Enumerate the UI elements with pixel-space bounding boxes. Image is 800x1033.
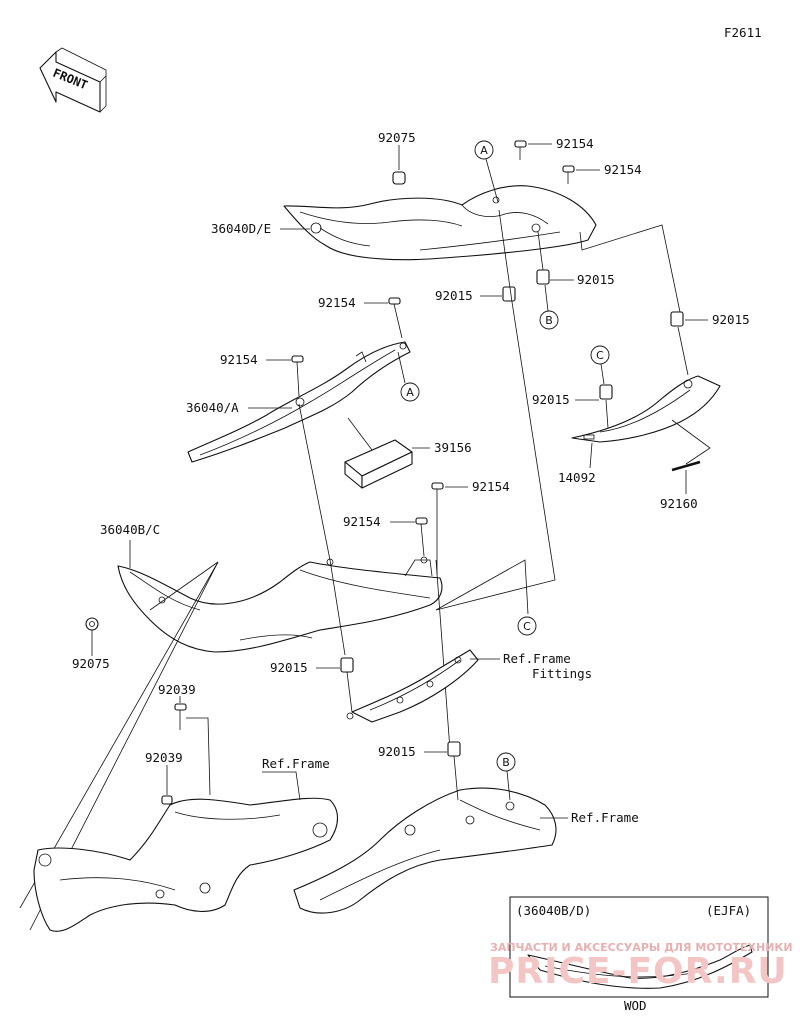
callout-36040bc: 36040B/C [100,522,160,537]
svg-text:B: B [545,314,553,327]
svg-text:C: C [596,349,604,362]
screw-92039-a [174,703,187,730]
inset-right-label: (EJFA) [706,903,751,918]
screw-92039-b [161,795,173,805]
ref-frame-left: Ref.Frame [262,756,330,771]
watermark-line1: ЗАПЧАСТИ И АКСЕССУАРЫ ДЛЯ МОТОТЕХНИКИ [490,941,793,954]
marker-a-top [474,140,494,160]
inset-left-label: (36040B/D) [516,903,591,918]
watermark-line2: PRICE-FOR.RU [488,951,788,992]
callout-36040de: 36040D/E [211,221,271,236]
collar-92015-top2 [536,269,550,285]
collar-92015-c [599,384,613,400]
callout-92015-c: 92015 [532,392,570,407]
collar-92015-low [447,741,461,757]
svg-text:A: A [406,386,414,399]
callout-39156: 39156 [434,440,472,455]
screw-92154-b [562,165,575,184]
callout-92075-left: 92075 [72,656,110,671]
callout-92154-c: 92154 [318,295,356,310]
callout-92154-b: 92154 [604,162,642,177]
callout-92015-mid: 92015 [270,660,308,675]
collar-92015-mid [340,657,354,673]
callout-14092: 14092 [558,470,596,485]
ref-frame-right: Ref.Frame [571,810,639,825]
screw-92154-f [415,517,428,525]
callout-92154-e: 92154 [472,479,510,494]
part-frame-fittings [346,649,479,723]
screw-92154-e [431,482,444,490]
callout-36040a: 36040/A [186,400,239,415]
marker-b-low [496,752,516,772]
callout-92015-right: 92015 [712,312,750,327]
part-36040de-cover [283,185,597,261]
part-frame-right [293,787,557,914]
part-36040a-bracket [187,341,411,463]
marker-c-mid [517,616,537,636]
marker-b-top [539,310,559,330]
callout-92075-top: 92075 [378,130,416,145]
callout-92160: 92160 [660,496,698,511]
figure-code: F2611 [724,25,762,40]
callout-92154-a: 92154 [556,136,594,151]
callout-92154-f: 92154 [343,514,381,529]
part-14092-bracket [571,375,721,443]
collar-92015-right [670,311,684,327]
ref-frame-fittings-1: Ref.Frame [503,651,571,666]
svg-text:A: A [480,144,488,157]
svg-text:C: C [523,620,531,633]
pin-92160 [671,460,701,472]
grommet-92075-left [85,617,99,631]
callout-92039-b: 92039 [145,750,183,765]
screw-92154-a [514,140,527,160]
callout-92015-low: 92015 [378,744,416,759]
callout-92015-top2: 92015 [577,272,615,287]
screw-92154-c [388,297,401,305]
ref-frame-fittings-2: Fittings [532,666,592,681]
collar-92015-top1 [502,286,516,302]
callout-92154-d: 92154 [220,352,258,367]
part-frame-left [33,797,339,932]
inset-box: (36040B/D) (EJFA) WOD [509,896,769,1013]
screw-92154-d [291,355,304,363]
callout-92015-top1: 92015 [435,288,473,303]
callout-92039-a: 92039 [158,682,196,697]
grommet-92075-top [392,171,406,185]
svg-text:B: B [502,756,510,769]
marker-a-mid [400,382,420,402]
pad-39156 [344,439,413,489]
front-arrow-icon: FRONT [39,47,107,113]
part-36040bc-cover [117,556,443,653]
marker-c-right [590,345,610,365]
inset-caption: WOD [624,998,647,1013]
